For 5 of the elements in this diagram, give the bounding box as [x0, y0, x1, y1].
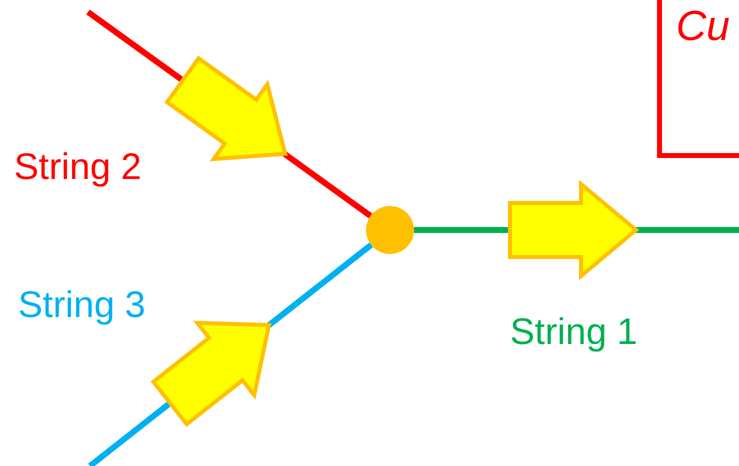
junction-dot [366, 206, 414, 254]
edge-label: String 2 [14, 148, 142, 185]
edge-label: String 3 [18, 286, 146, 323]
box-title: Cu [676, 5, 730, 47]
edge-label: String 1 [510, 313, 638, 350]
